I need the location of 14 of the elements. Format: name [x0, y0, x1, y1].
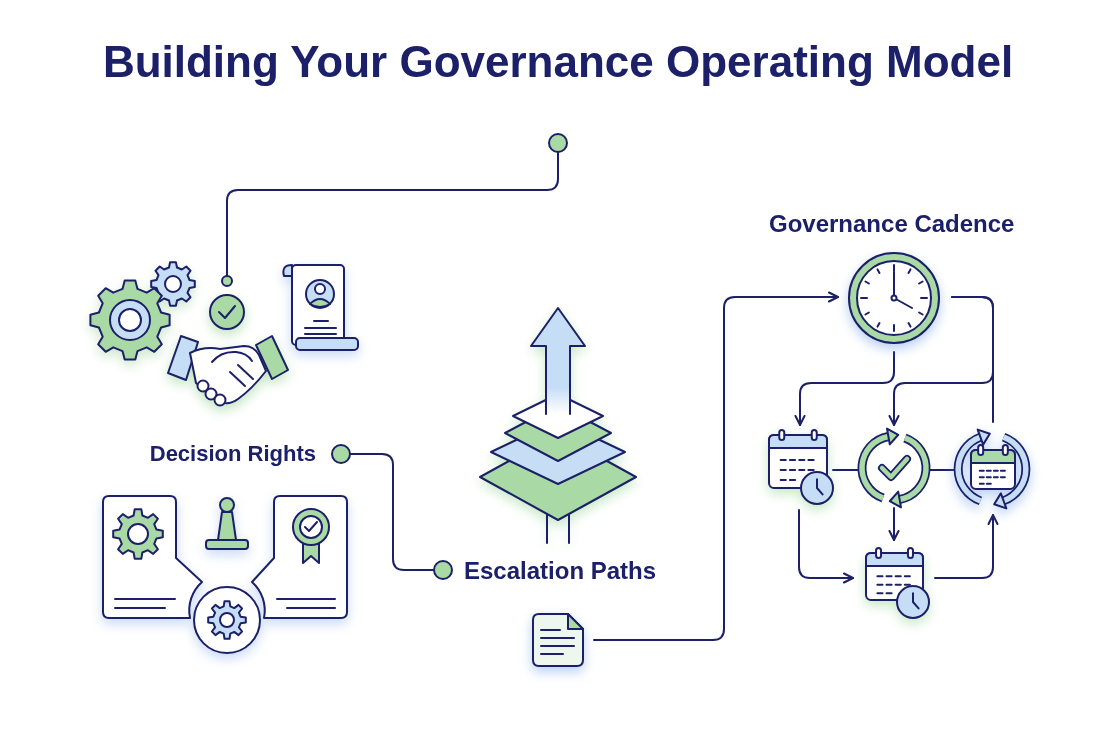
- arrow: [798, 509, 854, 584]
- arrow: [934, 514, 999, 579]
- title: Building Your Governance Operating Model: [102, 36, 1014, 88]
- connector-line: [929, 469, 956, 471]
- connector-line: [221, 133, 568, 287]
- arrow: [888, 507, 900, 541]
- connector-line: [951, 296, 994, 423]
- section-label: Decision Rights: [149, 440, 316, 468]
- section-label: Escalation Paths: [464, 556, 657, 586]
- arrow: [794, 351, 895, 426]
- section-heading: Governance Cadence: [769, 210, 1015, 239]
- arrow: [593, 291, 839, 641]
- connector-line: [331, 444, 453, 580]
- connector-line: [832, 469, 859, 471]
